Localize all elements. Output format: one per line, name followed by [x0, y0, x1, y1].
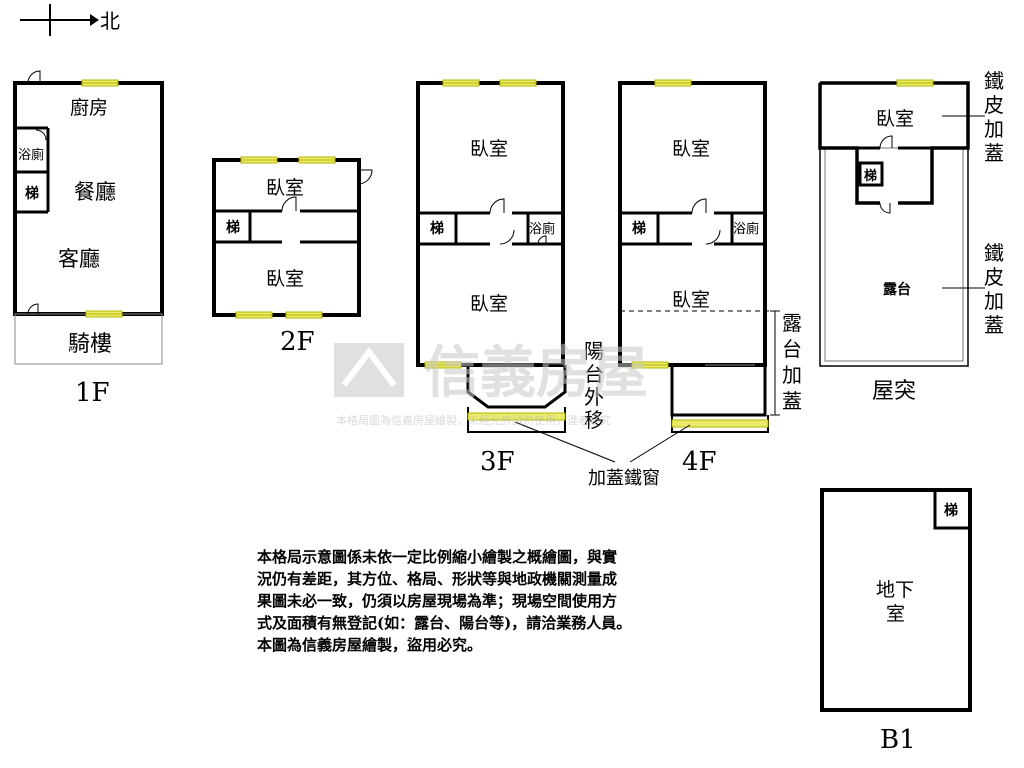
room-1f-bath: 浴廁: [18, 147, 44, 163]
svg-text:加蓋鐵窗: 加蓋鐵窗: [588, 468, 660, 489]
disclaimer-line: 式及面積有無登記(如：露台、陽台等)，請洽業務人員。: [257, 614, 632, 632]
room-4f-stair: 梯: [632, 220, 646, 237]
disclaimer-line: 果圖未必一致，仍須以房屋現場為準；現場空間使用方: [257, 592, 618, 610]
svg-text:皮: 皮: [984, 265, 1004, 289]
room-4f-bedroom-north: 臥室: [672, 138, 710, 160]
iron-window-annotation: 加蓋鐵窗: [514, 421, 691, 489]
floor-b1-plan: [820, 488, 972, 712]
north-label: 北: [100, 9, 120, 33]
disclaimer-line: 本圖為信義房屋繪製，盜用必究。: [257, 636, 483, 654]
svg-text:加: 加: [782, 363, 802, 387]
floor-4f-plan: [618, 81, 780, 433]
room-3f-bedroom-north: 臥室: [470, 138, 508, 160]
room-living: 客廳: [58, 247, 100, 271]
room-dining: 餐廳: [74, 180, 116, 204]
compass: 北: [20, 4, 120, 36]
watermark-notice: 本格局圖為信義房屋繪製，未經允許請勿使用，違者必究: [336, 413, 611, 427]
room-b1-stair: 梯: [944, 502, 958, 519]
svg-text:外: 外: [584, 385, 604, 409]
disclaimer-note: 本格局示意圖係未依一定比例縮小繪製之概繪圖，與實 況仍有差距，其方位、格局、形狀…: [257, 546, 752, 656]
svg-text:露: 露: [782, 311, 802, 335]
room-basement-line1: 地下: [876, 579, 914, 601]
disclaimer-line: 本格局示意圖係未依一定比例縮小繪製之概繪圖，與實: [257, 548, 618, 566]
svg-text:蓋: 蓋: [984, 313, 1004, 337]
room-3f-stair: 梯: [430, 220, 444, 237]
svg-text:移: 移: [584, 408, 604, 432]
floor-4f-label: 4F: [682, 447, 717, 477]
room-3f-bath: 浴廁: [529, 221, 555, 237]
room-4f-bedroom-south: 臥室: [672, 289, 710, 311]
svg-text:鐵: 鐵: [984, 241, 1004, 265]
svg-text:台: 台: [584, 362, 604, 386]
svg-text:鐵: 鐵: [984, 69, 1004, 93]
svg-text:蓋: 蓋: [984, 141, 1004, 165]
floor-2f-label: 2F: [280, 327, 315, 357]
room-1f-stair: 梯: [25, 185, 39, 202]
room-4f-bath: 浴廁: [733, 221, 759, 237]
floor-roof-plan: [818, 81, 985, 367]
room-3f-bedroom-south: 臥室: [470, 293, 508, 315]
svg-text:陽: 陽: [584, 339, 604, 363]
floor-3f-label: 3F: [480, 447, 515, 477]
balcony-moved-annotation: 陽 台 外 移: [584, 339, 604, 432]
terrace-cover-annotation: 露 台 加 蓋: [782, 311, 802, 413]
room-basement-line2: 室: [886, 603, 905, 625]
iron-cover-annotation-1: 鐵 皮 加 蓋: [984, 69, 1004, 165]
iron-cover-annotation-2: 鐵 皮 加 蓋: [984, 241, 1004, 337]
svg-text:加: 加: [984, 289, 1004, 313]
room-arcade: 騎樓: [68, 332, 112, 357]
disclaimer-line: 況仍有差距，其方位、格局、形狀等與地政機關測量成: [257, 570, 618, 588]
svg-text:皮: 皮: [984, 93, 1004, 117]
watermark: 信義房屋 本格局圖為信義房屋繪製，未經允許請勿使用，違者必究: [334, 341, 648, 427]
room-2f-bedroom-south: 臥室: [266, 268, 304, 290]
room-2f-stair: 梯: [226, 219, 240, 236]
floor-roof-label: 屋突: [872, 379, 916, 404]
watermark-brand: 信義房屋: [424, 341, 648, 406]
svg-text:加: 加: [984, 117, 1004, 141]
room-kitchen: 廚房: [70, 96, 108, 119]
room-roof-bedroom: 臥室: [876, 108, 914, 130]
svg-text:蓋: 蓋: [782, 389, 802, 413]
svg-text:台: 台: [782, 337, 802, 361]
floor-b1-label: B1: [880, 725, 916, 755]
room-roof-terrace: 露台: [883, 281, 911, 298]
room-2f-bedroom-north: 臥室: [266, 177, 304, 199]
room-roof-stair: 梯: [864, 168, 877, 184]
floor-1f-label: 1F: [75, 378, 110, 408]
